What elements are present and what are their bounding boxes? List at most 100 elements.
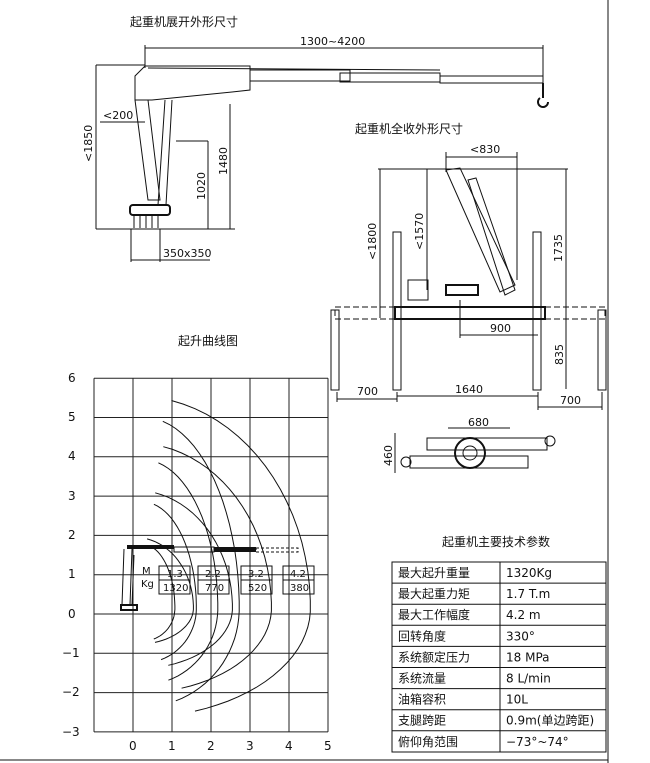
outrigger-leg-left [392, 231, 402, 391]
y-tick: −1 [62, 646, 80, 660]
d1640-dim: 1640 [455, 383, 483, 396]
load-point-box: 4.2 380 [282, 565, 315, 595]
control-handle [407, 279, 429, 301]
height-dim: <1850 [82, 125, 95, 162]
load-weight: 380 [290, 583, 309, 594]
spec-value: −73°~74° [506, 735, 569, 749]
y-tick: 3 [68, 489, 76, 503]
column [134, 99, 161, 201]
retracted-title: 起重机全收外形尺寸 [355, 121, 463, 136]
boom-section-2 [249, 69, 351, 82]
d680-dim: 680 [468, 416, 489, 429]
chart-grid [93, 377, 329, 733]
y-tick: 0 [68, 607, 76, 621]
h1735-dim: 1735 [552, 234, 565, 262]
boom-section [127, 545, 174, 549]
folded-boom [445, 167, 516, 293]
x-tick: 0 [129, 739, 137, 753]
spec-value: 330° [506, 629, 535, 643]
unit-kg-label: Kg [141, 579, 154, 590]
base-beam [394, 306, 546, 320]
spec-label: 最大起重力矩 [398, 587, 470, 601]
h1480-dim: 1480 [217, 147, 230, 175]
spec-value: 1.7 T.m [506, 587, 550, 601]
load-curve-outer [171, 400, 311, 712]
width-dim: <830 [470, 143, 500, 156]
x-tick: 1 [168, 739, 176, 753]
unit-m-label: M [142, 566, 151, 577]
offset-dim: <200 [103, 109, 133, 122]
chart-crane-boom [120, 545, 299, 611]
load-curve-outer [146, 538, 194, 643]
spec-label: 最大工作幅度 [398, 607, 470, 622]
load-weight: 770 [205, 583, 224, 594]
spec-label: 回转角度 [398, 628, 446, 643]
spec-value: 10L [506, 693, 528, 707]
spec-label: 系统流量 [398, 672, 446, 686]
d460-dim: 460 [382, 445, 395, 466]
d900-dim: 900 [490, 322, 511, 335]
top-view: 680 460 [382, 416, 556, 473]
retracted-slewing-base [445, 284, 479, 296]
y-tick: 1 [68, 567, 76, 581]
spec-value: 0.9m(单边跨距) [506, 714, 594, 728]
d700-right-dim: 700 [560, 394, 581, 407]
y-tick: −3 [62, 725, 80, 739]
h1020-dim: 1020 [195, 172, 208, 200]
spec-value: 18 MPa [506, 650, 550, 664]
load-point-box: 2.2 770 [197, 565, 230, 595]
outrigger-leg-right [532, 231, 542, 391]
outrigger-leg-far-right [597, 309, 607, 391]
load-curve-inner [158, 462, 219, 681]
spec-label: 俯仰角范围 [398, 734, 458, 749]
boom-base [134, 65, 251, 101]
d700-left-dim: 700 [357, 385, 378, 398]
left-outrigger-beam [334, 306, 396, 320]
x-tick: 5 [324, 739, 332, 753]
expanded-view: 起重机展开外形尺寸 1300~4200 <1850 <200 1480 1020… [82, 15, 549, 262]
reach-dim: 1300~4200 [300, 35, 365, 48]
y-tick: −2 [62, 685, 80, 699]
spec-value: 4.2 m [506, 608, 541, 622]
spec-label: 最大起升重量 [398, 566, 470, 580]
h1570-dim: <1570 [413, 213, 426, 250]
boom-section-4 [439, 75, 544, 84]
load-point-box: 3.2 520 [240, 565, 273, 595]
y-tick: 4 [68, 449, 76, 463]
y-axis-ticks: 6 5 4 3 2 1 0 −1 −2 −3 [62, 371, 80, 739]
expanded-title: 起重机展开外形尺寸 [130, 15, 238, 29]
x-axis-ticks: 0 1 2 3 4 5 [129, 739, 332, 753]
retracted-view: 起重机全收外形尺寸 <830 <1800 <1570 1735 900 835 … [330, 121, 607, 473]
h1800-dim: <1800 [366, 223, 379, 260]
spec-label: 支腿跨距 [398, 714, 446, 728]
load-weight: 520 [248, 583, 267, 594]
load-chart: 起升曲线图 6 5 4 3 2 1 0 −1 −2 −3 0 1 2 3 4 5 [62, 334, 332, 753]
outrigger-leg-far-left [330, 309, 340, 391]
y-tick: 6 [68, 371, 76, 385]
spec-label: 系统额定压力 [398, 649, 470, 664]
hook-icon [537, 83, 549, 108]
d835-dim: 835 [553, 344, 566, 365]
x-tick: 2 [207, 739, 215, 753]
spec-value: 8 L/min [506, 672, 551, 686]
base-dim: 350x350 [163, 247, 212, 260]
y-tick: 5 [68, 410, 76, 424]
load-weight: 1320 [163, 583, 188, 594]
load-curve-inner [149, 545, 176, 640]
load-curve-outer [155, 492, 233, 666]
slewing-base [129, 204, 171, 216]
load-radius: 3.2 [248, 569, 264, 580]
load-curve-inner [162, 420, 240, 702]
load-radius: 2.2 [205, 569, 221, 580]
hydraulic-cylinder [157, 99, 173, 206]
slewing-ring [454, 437, 486, 469]
load-curves [146, 400, 311, 712]
load-curve-inner [153, 503, 197, 661]
x-tick: 3 [246, 739, 254, 753]
chart-title: 起升曲线图 [178, 334, 238, 348]
load-curve-outer [163, 446, 272, 689]
load-point-box: 1.3 1320 [158, 565, 191, 595]
boom-section-3 [339, 72, 441, 83]
